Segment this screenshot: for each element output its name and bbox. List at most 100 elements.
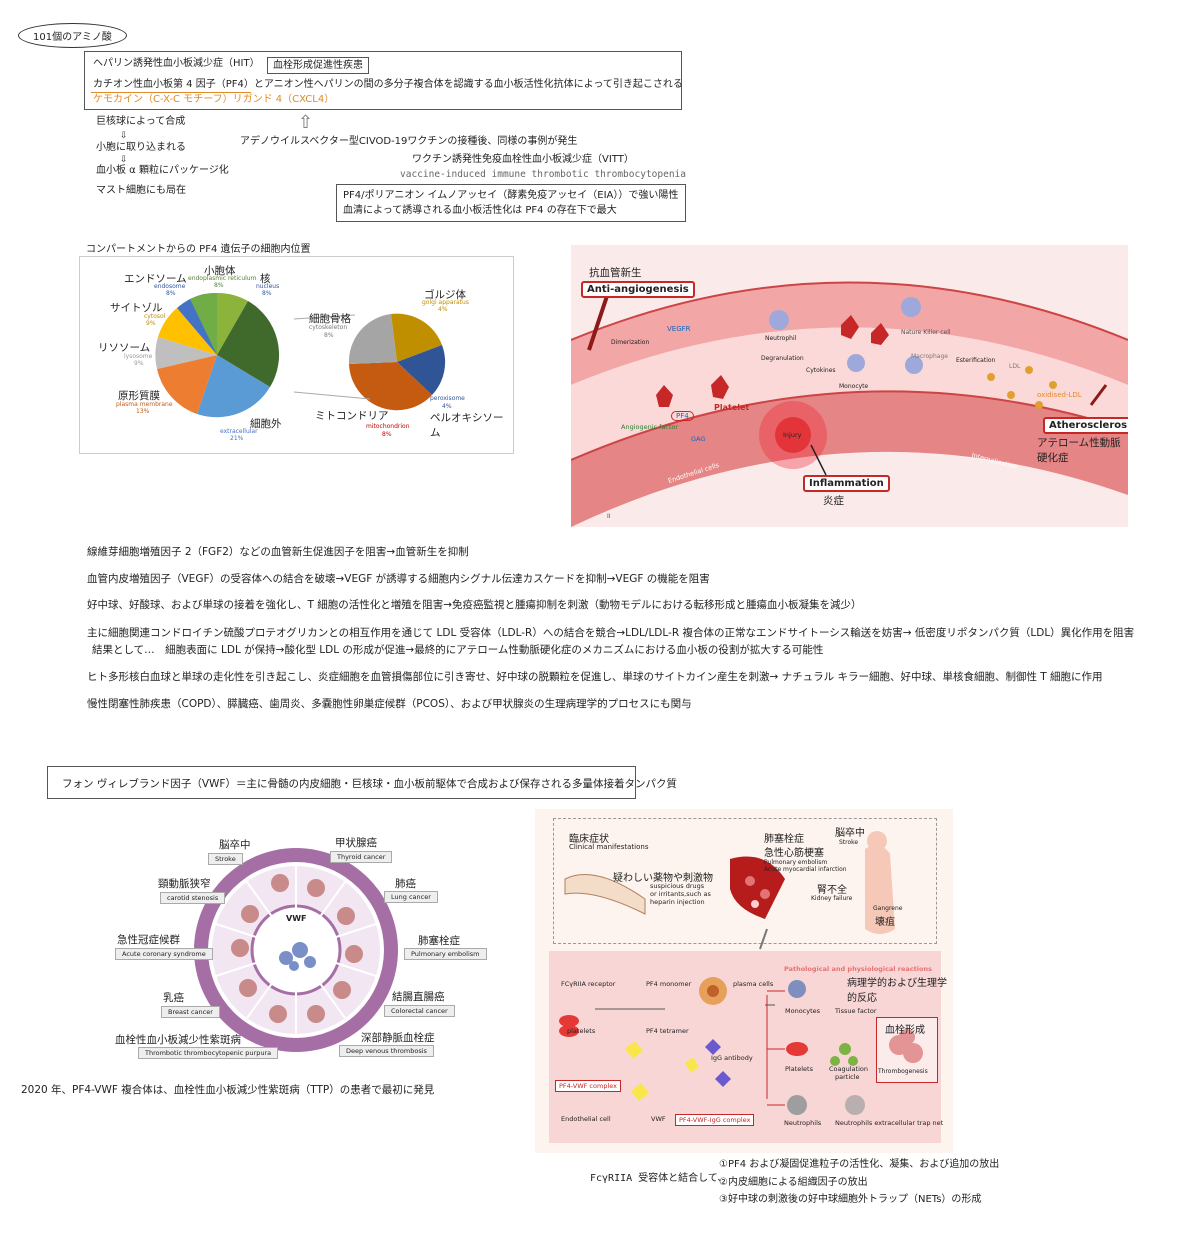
label-endosome-en: endosome — [154, 283, 186, 290]
lbl-coag2: particle — [835, 1073, 860, 1081]
disease-jp-ttp: 血栓性血小板減少性紫斑病 — [115, 1034, 241, 1046]
label-cytosol-en: cytosol — [144, 313, 166, 320]
disease-jp-lung: 肺癌 — [395, 878, 416, 890]
vitt-jp: ワクチン誘発性免疫血栓性血小板減少症（VITT） — [412, 154, 634, 165]
pe-en-2: Acute myocardial infarction — [764, 866, 847, 873]
lbl-fcy: FCγRIIA receptor — [561, 980, 616, 988]
disease-jp-colorectal: 結腸直腸癌 — [392, 991, 445, 1003]
step-1: 巨核球によって合成 — [96, 116, 186, 127]
label-endosome-jp: エンドソーム — [124, 273, 187, 285]
lbl-endothelial: Endothelial cell — [561, 1115, 611, 1123]
label-extracellular-jp: 細胞外 — [250, 418, 282, 430]
athero-en: Atherosclerosis — [1043, 417, 1128, 434]
lbl-pf4: PF4 — [671, 411, 694, 421]
pie-slice-extracellular — [197, 355, 270, 418]
pie-slice-cytoskeleton — [348, 314, 397, 364]
clinical-figure: 臨床症状 Clinical manifestations 肺塞栓症 急性心筋梗塞… — [535, 809, 953, 1153]
lbl-monocytes: Monocytes — [785, 1007, 821, 1015]
disease-en-dvt: Deep venous thrombosis — [339, 1045, 434, 1057]
pct-plasma: 13% — [136, 408, 150, 415]
para-5: 結果として… 細胞表面に LDL が保持→酸化型 LDL の形成が促進→最終的に… — [92, 644, 824, 656]
step-4: マスト細胞にも局在 — [96, 185, 186, 196]
disease-jp-thyroid: 甲状腺癌 — [335, 837, 377, 849]
inflam-jp: 炎症 — [823, 495, 844, 507]
hit-tag: 血栓形成促進性疾患 — [267, 57, 369, 74]
orange-underline — [91, 92, 251, 93]
thrombo-jp: 血栓形成 — [885, 1025, 925, 1036]
disease-en-colorectal: Colorectal cancer — [384, 1005, 455, 1017]
drugs-en-2: or irritants,such as — [650, 890, 711, 898]
label-cytoskeleton-jp: 細胞骨格 — [309, 313, 351, 325]
clin-en: Clinical manifestations — [569, 843, 649, 851]
para-1: 線維芽細胞増殖因子 2（FGF2）などの血管新生促進因子を阻害→血管新生を抑制 — [87, 546, 469, 558]
lbl-angiogenic: Angiogenic factor — [621, 423, 679, 431]
footer-item-2: ②内皮細胞による組織因子の放出 — [719, 1177, 868, 1188]
para-4: 主に細胞関連コンドロイチン硫酸プロテオグリカンとの相互作用を通じて LDL 受容… — [87, 627, 1135, 639]
label-peroxisome-jp: ペルオキシソーム — [430, 412, 504, 439]
pct-golgi: 4% — [438, 306, 448, 313]
disease-jp-breast: 乳癌 — [163, 992, 184, 1004]
clinical-bottom-panel — [549, 951, 941, 1143]
eia-line-2: 血清によって誘導される血小板活性化は PF4 の存在下で最大 — [343, 205, 617, 216]
disease-en-ttp: Thrombotic thrombocytopenic purpura — [138, 1047, 279, 1059]
para-3: 好中球、好酸球、および単球の接着を強化し、T 細胞の活性化と増殖を阻害→免疫癌監… — [87, 599, 862, 611]
kidney-jp: 腎不全 — [817, 885, 847, 896]
hit-line: ヘパリン誘発性血小板減少症（HIT） — [93, 58, 260, 69]
disease-en-lung: Lung cancer — [384, 891, 438, 903]
pct-er: 8% — [214, 282, 224, 289]
disease-jp-stroke: 脳卒中 — [219, 839, 251, 851]
down-arrow-icon: ⇩ — [120, 155, 128, 165]
stroke-jp: 脳卒中 — [835, 828, 865, 839]
compartment-pies — [155, 292, 446, 418]
vessel-art — [571, 281, 1128, 527]
athero-jp: アテローム性動脈硬化症 — [1037, 437, 1121, 464]
lbl-nk: Nature Killer cell — [901, 329, 951, 336]
pie-slice-mitochondrion — [349, 362, 432, 411]
drugs-jp: 疑わしい薬物や刺激物 — [613, 873, 713, 884]
lbl-cytokines: Cytokines — [806, 367, 836, 374]
lbl-injury: Injury — [783, 431, 802, 439]
pie-slice-plasma-membrane — [157, 355, 217, 414]
label-golgi-jp: ゴルジ体 — [424, 289, 466, 301]
vitt-en: vaccine-induced immune thrombotic thromb… — [400, 169, 686, 180]
footer-lead: FcγRIIA 受容体と結合して、 — [590, 1173, 728, 1184]
lbl-plasma: plasma cells — [733, 980, 774, 988]
disease-jp-acs: 急性冠症候群 — [117, 934, 180, 946]
disease-en-stroke: Stroke — [208, 853, 243, 865]
vwf-wheel: VWF — [110, 828, 440, 1058]
disease-jp-carotid: 頸動脈狭窄 — [158, 878, 211, 890]
pie-slice-golgi — [391, 313, 442, 362]
stroke-en: Stroke — [839, 839, 859, 846]
adeno-line: アデノウイルスベクター型CIVOD-19ワクチンの接種後、同様の事例が発生 — [240, 136, 578, 147]
pe-en-1: Pulmonary embolism — [764, 859, 828, 866]
pct-endosome: 8% — [166, 290, 176, 297]
clin-jp: 臨床症状 — [569, 834, 609, 845]
path-jp: 病理学的および生理学的反応 — [847, 978, 947, 1004]
disease-jp-pe: 肺塞栓症 — [418, 935, 460, 947]
pct-nucleus: 8% — [262, 290, 272, 297]
disease-en-carotid: carotid stenosis — [160, 892, 226, 904]
pct-cytosol: 9% — [146, 320, 156, 327]
lbl-oxldl: oxidised-LDL — [1037, 391, 1082, 399]
lbl-roman: II — [607, 513, 611, 520]
amino-acid-oval: 101個のアミノ酸 — [18, 23, 127, 48]
drugs-en-1: suspicious drugs — [650, 882, 705, 890]
label-lysosome-en: lysosome — [124, 353, 153, 360]
lbl-pf4vwfigg: PF4-VWF-IgG complex — [675, 1114, 755, 1126]
lbl-esterification: Esterification — [956, 357, 996, 364]
gangrene-en: Gangrene — [873, 905, 903, 912]
kidney-en: Kidney failure — [811, 895, 853, 902]
label-cytosol-jp: サイトゾル — [110, 302, 163, 314]
pct-extracellular: 21% — [230, 435, 244, 442]
label-er-jp: 小胞体 — [204, 265, 236, 277]
vwf-definition: フォン ヴィレブランド因子（VWF）＝主に骨髄の内皮細胞・巨核球・血小板前駆体で… — [62, 778, 677, 790]
lbl-thrombo: Thrombogenesis — [878, 1068, 928, 1075]
label-mito-en: mitochondrion — [366, 423, 410, 430]
compartment-figure: エンドソーム endosome 8% 小胞体 endoplasmic retic… — [79, 256, 514, 454]
label-mito-jp: ミトコンドリア — [315, 410, 389, 422]
thrombo-box — [876, 1017, 938, 1083]
lbl-pf4tetra: PF4 tetramer — [646, 1027, 689, 1035]
pct-lysosome: 9% — [134, 360, 144, 367]
anti-angio-en: Anti-angiogenesis — [581, 281, 695, 298]
step-2: 小胞に取り込まれる — [96, 142, 186, 153]
